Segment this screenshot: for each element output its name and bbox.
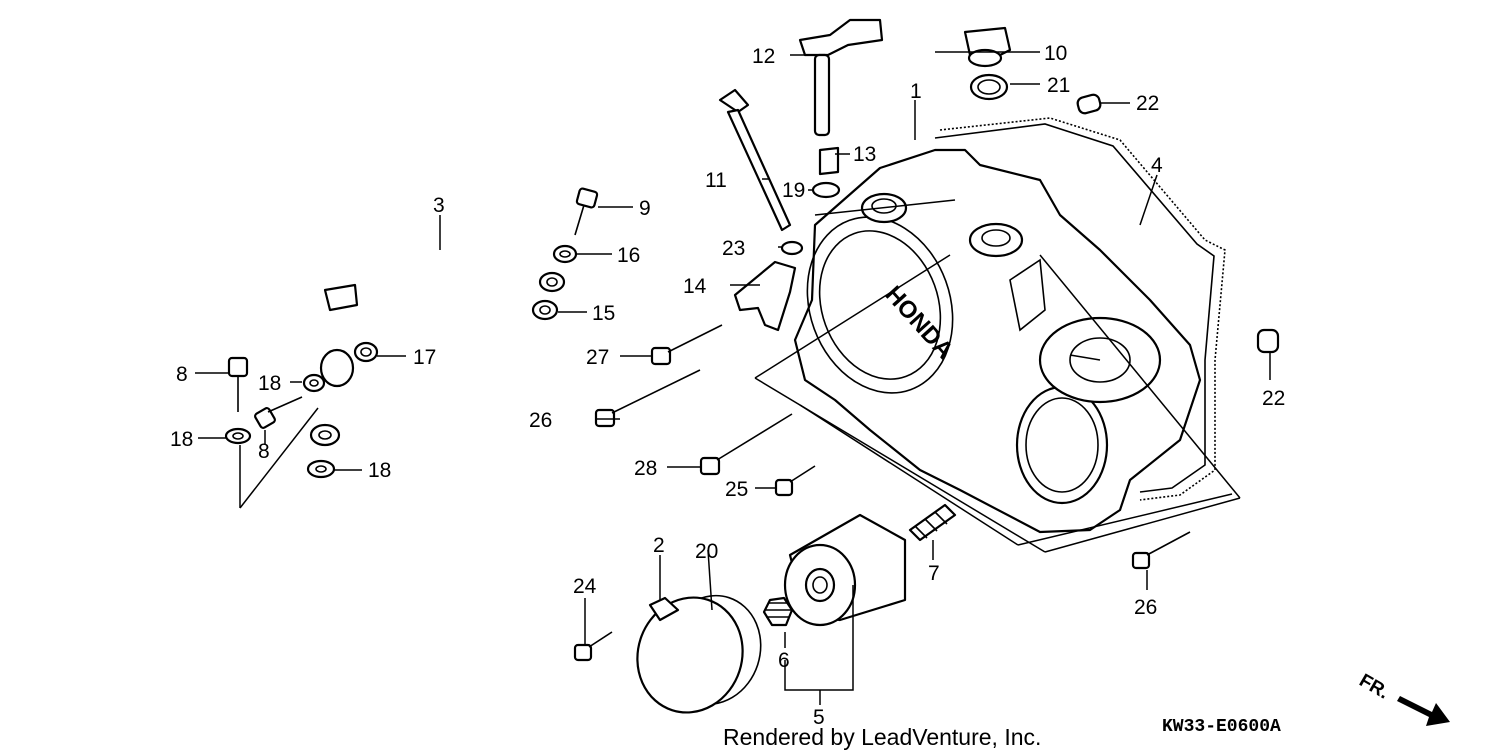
leader-lines: [195, 51, 1271, 705]
front-direction-arrow: FR.: [1356, 670, 1450, 726]
callout-25: 25: [725, 478, 748, 501]
callout-14: 14: [683, 275, 707, 298]
callout-1: 1: [910, 80, 922, 103]
callout-16: 16: [617, 244, 640, 267]
callout-22-right: 22: [1262, 387, 1285, 410]
callout-18-c: 18: [368, 459, 391, 482]
callout-26-left: 26: [529, 409, 552, 432]
pipe-fasteners: [224, 187, 599, 479]
dowel-pin-right: [1256, 328, 1280, 354]
callout-24: 24: [573, 575, 597, 598]
cover-gasket: [939, 117, 1226, 501]
callout-8-lower: 8: [258, 440, 270, 463]
drawing-code: KW33-E0600A: [1162, 717, 1281, 737]
callout-labels: 1 2 3 4 5 6 7 8 8 9 10 11 12 13 14 15 16…: [170, 42, 1285, 729]
callout-11: 11: [705, 169, 727, 192]
cover-bracket: [733, 260, 797, 332]
callout-26-right: 26: [1134, 596, 1157, 619]
callout-12: 12: [752, 45, 775, 68]
callout-20: 20: [695, 540, 718, 563]
dowel-pin-upper: [1076, 93, 1102, 115]
callout-18-b: 18: [170, 428, 193, 451]
callout-5: 5: [813, 706, 825, 729]
direction-label: FR.: [1356, 670, 1393, 703]
callout-9: 9: [639, 197, 651, 220]
callout-2: 2: [653, 534, 665, 557]
callout-22-upper: 22: [1136, 92, 1159, 115]
callout-7: 7: [928, 562, 940, 585]
callout-18-a: 18: [258, 372, 281, 395]
callout-10: 10: [1044, 42, 1067, 65]
callout-23: 23: [722, 237, 745, 260]
callout-13: 13: [853, 143, 876, 166]
footer-credit: Rendered by LeadVenture, Inc.: [723, 724, 1041, 750]
callout-17: 17: [413, 346, 436, 369]
callout-15: 15: [592, 302, 615, 325]
callout-6: 6: [778, 649, 790, 672]
callout-27: 27: [586, 346, 609, 369]
callout-19: 19: [782, 179, 805, 202]
callout-21: 21: [1047, 74, 1070, 97]
callout-3: 3: [433, 194, 445, 217]
callout-8-upper: 8: [176, 363, 188, 386]
callout-4: 4: [1151, 154, 1163, 177]
oil-pipe: [283, 236, 566, 447]
dipstick-and-sensor: [718, 18, 884, 256]
callout-28: 28: [634, 457, 657, 480]
right-crankcase-cover: HONDA: [793, 148, 1202, 534]
alignment-lines: [239, 199, 1241, 553]
cover-bolts: [573, 324, 1191, 662]
oil-filter-assembly: [636, 503, 957, 714]
oil-filler-cap: [963, 26, 1012, 101]
